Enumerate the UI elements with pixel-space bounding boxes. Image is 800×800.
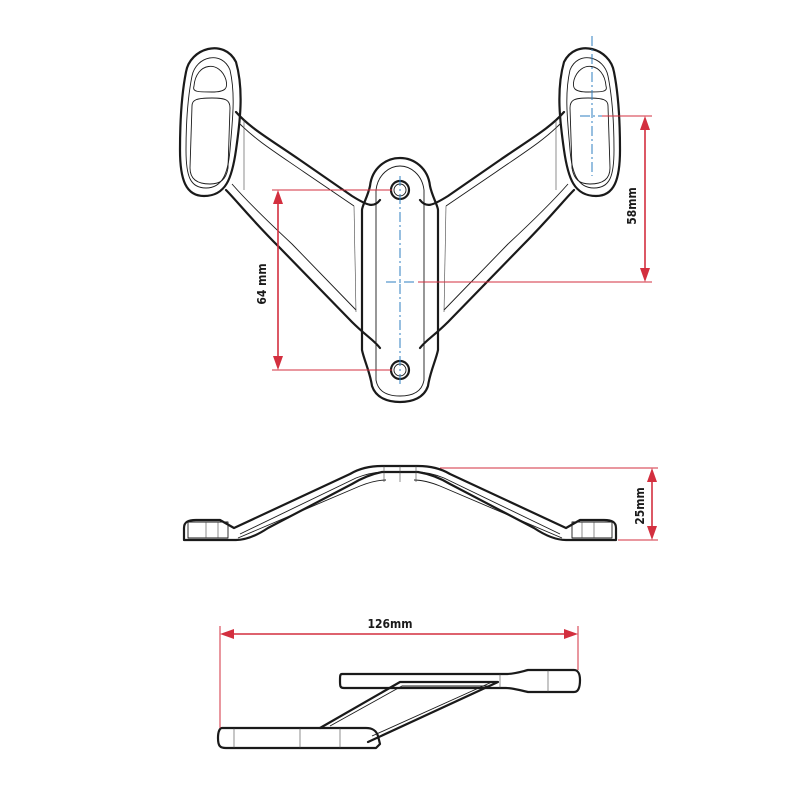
- left-arm-inner-seam: [353, 205, 357, 313]
- right-pad-slot-bottom: [569, 97, 611, 185]
- side-view-inner-edge-right: [415, 471, 561, 535]
- bottom-strut-inner-2: [371, 681, 493, 737]
- top-view: 64 mm 58mm: [178, 36, 652, 404]
- right-arm-inner-line-2: [443, 183, 569, 311]
- side-right-foot: [571, 521, 613, 539]
- bottom-diagonal-strut: [318, 680, 500, 744]
- left-arm-lower-edge: [224, 188, 382, 350]
- dimension-label-58mm: 58mm: [625, 187, 639, 225]
- left-arm-inner-line-2: [231, 183, 357, 311]
- right-arm-inner-seam: [443, 205, 447, 313]
- left-pad-slot-bottom: [189, 97, 231, 185]
- side-view-inner-edge-left: [239, 471, 385, 535]
- left-pad-outline: [178, 47, 242, 198]
- side-view-lower-edge-left: [237, 479, 387, 539]
- dimension-58mm: 58mm: [418, 115, 652, 283]
- left-pad-slot-top: [193, 65, 228, 93]
- right-arm-inner-line-1: [445, 123, 561, 207]
- side-view-lower-edge-right: [413, 479, 563, 539]
- dimension-64mm: 64 mm: [255, 189, 392, 371]
- bottom-view: 126mm: [216, 617, 582, 750]
- left-arm-upper-edge: [234, 110, 382, 206]
- central-hub-inner: [375, 165, 425, 397]
- dimension-label-126mm: 126mm: [367, 617, 412, 631]
- left-pad-inner: [185, 57, 234, 189]
- side-left-foot: [187, 521, 229, 539]
- side-view-outline: [182, 464, 618, 542]
- dimension-label-64mm: 64 mm: [255, 263, 269, 304]
- dimension-25mm: 25mm: [440, 467, 658, 541]
- left-arm-inner-line-1: [239, 123, 355, 207]
- side-view: 25mm: [182, 464, 658, 542]
- right-arm-upper-edge: [418, 110, 566, 206]
- right-pad-inner: [566, 57, 615, 189]
- bottom-strut-inner: [329, 685, 488, 727]
- central-hub-outline: [360, 156, 440, 404]
- dimension-126mm: 126mm: [219, 617, 579, 728]
- bottom-upper-bar: [338, 668, 582, 694]
- bottom-lower-bar: [216, 726, 382, 750]
- right-pad-slot-top: [572, 65, 607, 93]
- right-pad-outline: [558, 47, 622, 198]
- dimension-label-25mm: 25mm: [633, 487, 647, 525]
- right-arm-lower-edge: [418, 188, 576, 350]
